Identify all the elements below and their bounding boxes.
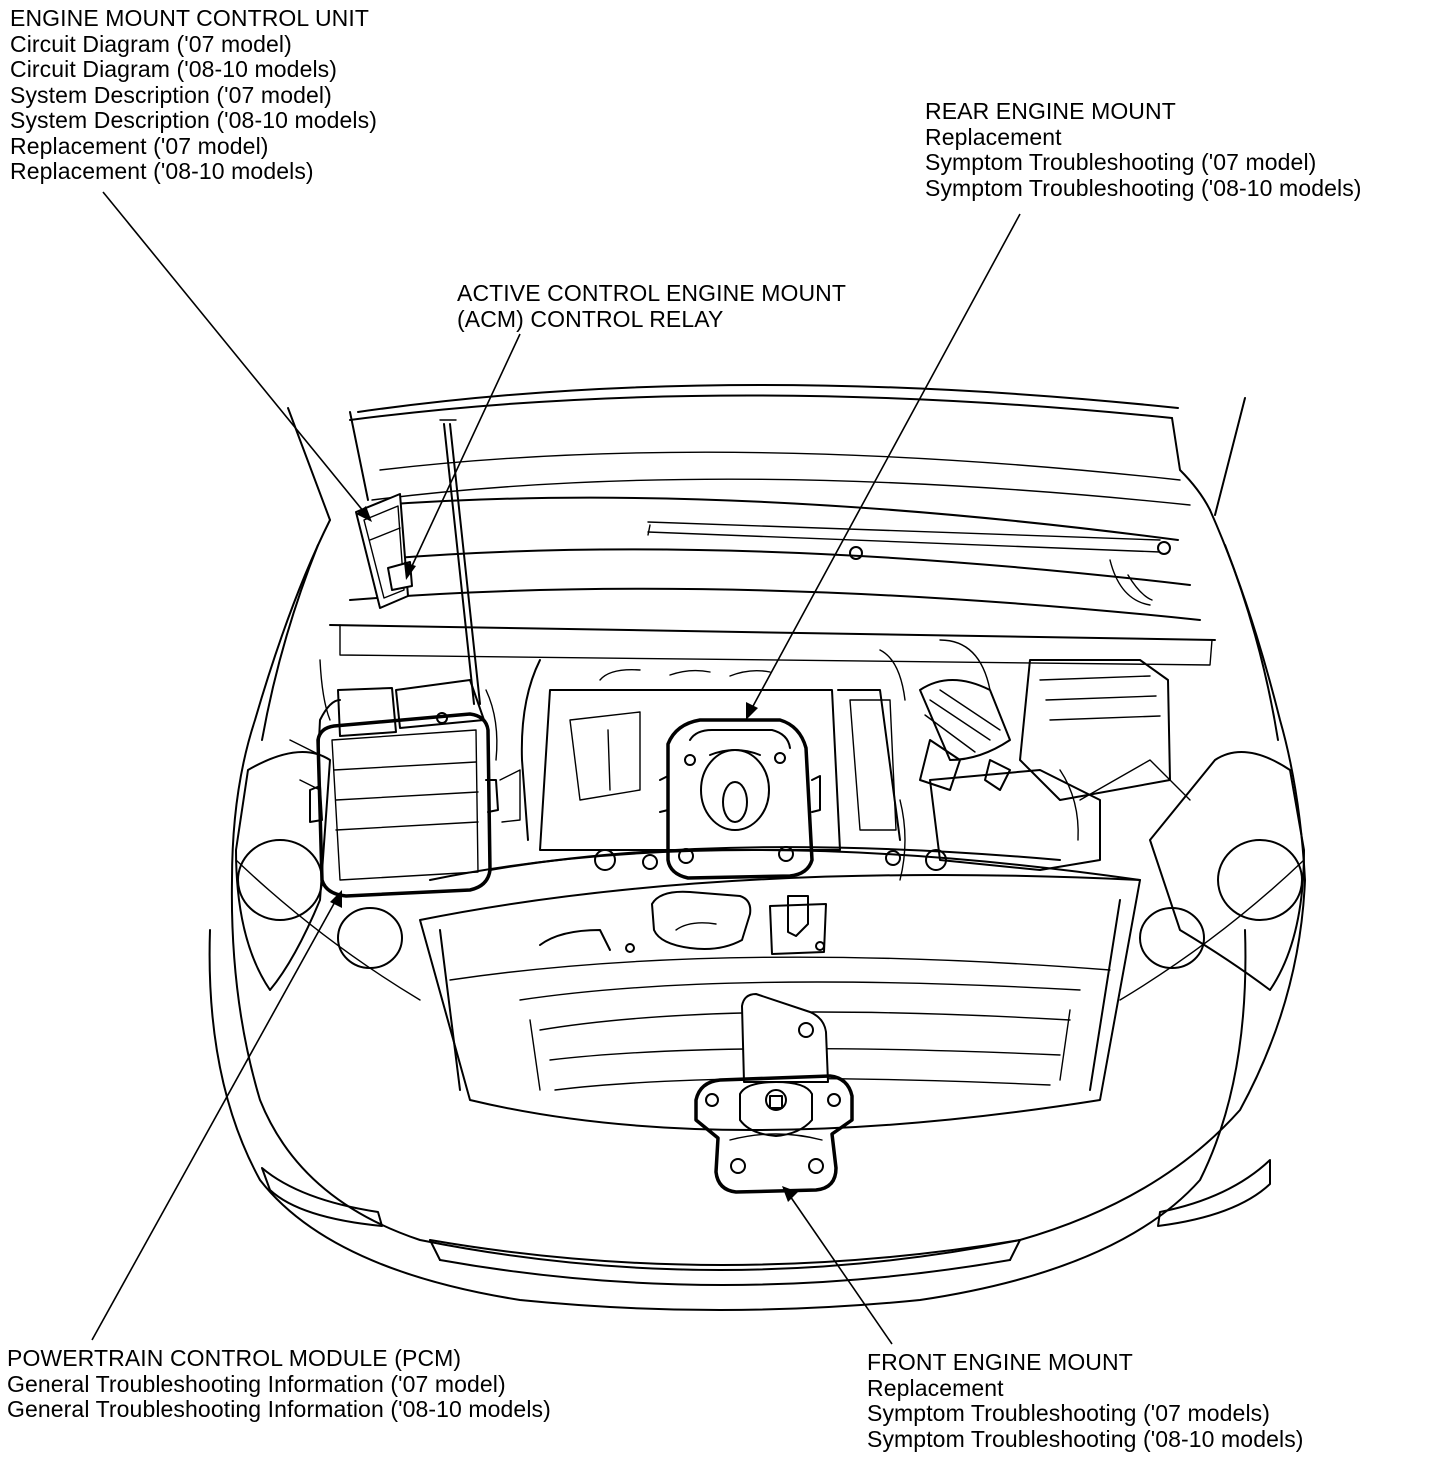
- callout-acm-control-relay: ACTIVE CONTROL ENGINE MOUNT (ACM) CONTRO…: [457, 280, 847, 332]
- link-front-mount-symptom-08-10[interactable]: Symptom Troubleshooting ('08-10 models): [867, 1425, 1304, 1452]
- engine-top: [520, 649, 906, 851]
- cowl-area: [329, 496, 1216, 666]
- callout-heading: ENGINE MOUNT CONTROL UNIT: [10, 5, 370, 31]
- raised-hood: [287, 383, 1246, 705]
- leader-lines: [91, 191, 1021, 1345]
- callout-heading: REAR ENGINE MOUNT: [925, 98, 1176, 124]
- link-system-description-08-10[interactable]: System Description ('08-10 models): [10, 107, 377, 133]
- link-system-description-07[interactable]: System Description ('07 model): [10, 81, 332, 108]
- link-circuit-diagram-08-10[interactable]: Circuit Diagram ('08-10 models): [10, 56, 338, 82]
- link-list: General Troubleshooting Information ('07…: [7, 1370, 551, 1423]
- callout-heading: FRONT ENGINE MOUNT: [867, 1349, 1133, 1375]
- callout-heading-line1: ACTIVE CONTROL ENGINE MOUNT: [457, 280, 847, 306]
- callout-engine-mount-control-unit: ENGINE MOUNT CONTROL UNIT Circuit Diagra…: [10, 5, 377, 185]
- callout-front-engine-mount: FRONT ENGINE MOUNT Replacement Symptom T…: [867, 1349, 1304, 1453]
- link-front-mount-replacement[interactable]: Replacement: [867, 1374, 1004, 1401]
- link-circuit-diagram-07[interactable]: Circuit Diagram ('07 model): [10, 30, 292, 57]
- link-rear-mount-replacement[interactable]: Replacement: [925, 123, 1062, 150]
- engine-bay-details: [499, 769, 906, 955]
- battery-and-fuse-box: [289, 659, 498, 791]
- air-cleaner: [919, 639, 1191, 871]
- callout-rear-engine-mount: REAR ENGINE MOUNT Replacement Symptom Tr…: [925, 98, 1362, 202]
- link-pcm-general-07[interactable]: General Troubleshooting Information ('07…: [7, 1370, 506, 1397]
- rear-engine-mount-icon[interactable]: [659, 718, 821, 880]
- link-list: Circuit Diagram ('07 model) Circuit Diag…: [10, 30, 377, 185]
- link-pcm-general-08-10[interactable]: General Troubleshooting Information ('08…: [7, 1396, 551, 1422]
- link-list: Replacement Symptom Troubleshooting ('07…: [867, 1374, 1304, 1453]
- link-rear-mount-symptom-07[interactable]: Symptom Troubleshooting ('07 model): [925, 149, 1317, 175]
- pcm-icon[interactable]: [309, 712, 499, 898]
- link-rear-mount-symptom-08-10[interactable]: Symptom Troubleshooting ('08-10 models): [925, 174, 1362, 201]
- link-replacement-07[interactable]: Replacement ('07 model): [10, 132, 269, 159]
- callout-powertrain-control-module: POWERTRAIN CONTROL MODULE (PCM) General …: [7, 1345, 551, 1423]
- link-list: Replacement Symptom Troubleshooting ('07…: [925, 123, 1362, 202]
- link-front-mount-symptom-07[interactable]: Symptom Troubleshooting ('07 models): [867, 1400, 1271, 1426]
- front-engine-mount-icon[interactable]: [694, 993, 854, 1194]
- callout-heading-line2: (ACM) CONTROL RELAY: [457, 305, 724, 332]
- link-replacement-08-10[interactable]: Replacement ('08-10 models): [10, 158, 314, 184]
- headlights: [235, 751, 1305, 1001]
- callout-heading: POWERTRAIN CONTROL MODULE (PCM): [7, 1345, 462, 1371]
